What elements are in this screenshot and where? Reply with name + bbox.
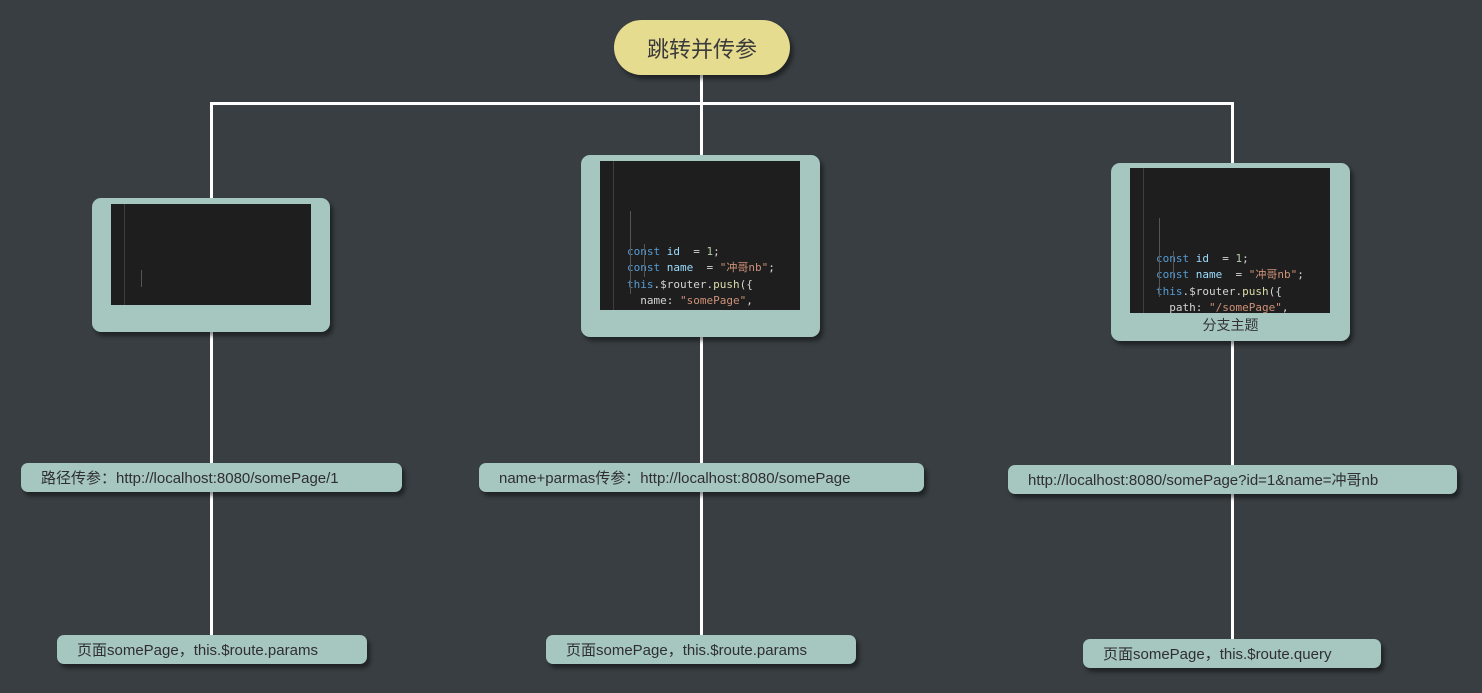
code-line: this.$router.push({ (627, 277, 753, 291)
code-line (138, 286, 311, 303)
code-indent-guide (1173, 251, 1174, 280)
code-line: path: "/somePage", (1156, 301, 1289, 313)
code-snippet-name-params: const id = 1; const name = "冲哥nb"; this.$r… (600, 161, 800, 310)
code-line: this.$router.push({ (1156, 284, 1282, 298)
url-node-label: http://localhost:8080/somePage?id=1&name… (1028, 472, 1379, 489)
root-topic-node[interactable]: 跳转并传参 (614, 20, 790, 75)
code-indent-guide (630, 211, 631, 294)
code-snippet-query: const id = 1; const name = "冲哥nb"; this.$r… (1130, 168, 1330, 313)
code-card-name-params[interactable]: const id = 1; const name = "冲哥nb"; this.$r… (581, 155, 820, 337)
code-line: const id = 1; (1156, 251, 1249, 265)
connector-horizontal-bar (210, 102, 1234, 105)
page-node-name-params[interactable]: 页面somePage，this.$route.params (546, 635, 856, 664)
code-line: params: { (627, 310, 800, 311)
code-indent-guide (644, 244, 645, 277)
code-lines: const id = 1; const name = "冲哥nb"; this.$r… (627, 244, 800, 311)
code-line: name: "somePage", (627, 294, 753, 307)
code-lines: const id = 1; const name = "冲哥nb"; this.$r… (1156, 251, 1330, 314)
code-card-path-param[interactable]: const id = 1;this.$router.push({ path: `… (92, 198, 330, 332)
url-node-label: 路径传参：http://localhost:8080/somePage/1 (41, 470, 339, 487)
code-line: const name = "冲哥nb"; (1156, 268, 1304, 281)
page-node-query[interactable]: 页面somePage，this.$route.query (1083, 639, 1381, 668)
url-node-label: name+parmas传参：http://localhost:8080/some… (499, 470, 851, 487)
url-node-path-param[interactable]: 路径传参：http://localhost:8080/somePage/1 (21, 463, 402, 492)
connector-branch-1 (210, 102, 213, 637)
code-snippet-path-param: const id = 1;this.$router.push({ path: `… (111, 204, 311, 305)
code-lines: const id = 1;this.$router.push({ path: `… (138, 270, 311, 306)
connector-root-down (700, 75, 703, 105)
page-node-path-param[interactable]: 页面somePage，this.$route.params (57, 635, 367, 664)
connector-branch-3 (1231, 102, 1234, 642)
connector-branch-2 (700, 102, 703, 637)
code-card-query[interactable]: const id = 1; const name = "冲哥nb"; this.$r… (1111, 163, 1350, 341)
root-topic-label: 跳转并传参 (646, 36, 757, 62)
code-line: const id = 1; (138, 303, 311, 306)
code-gutter-line (613, 161, 614, 310)
code-line: const id = 1; (627, 244, 720, 258)
page-node-label: 页面somePage，this.$route.params (566, 642, 807, 659)
branch-topic-caption: 分支主题 (1202, 317, 1259, 333)
url-node-query[interactable]: http://localhost:8080/somePage?id=1&name… (1008, 465, 1457, 494)
code-indent-guide (1159, 218, 1160, 297)
page-node-label: 页面somePage，this.$route.query (1103, 646, 1332, 663)
page-node-label: 页面somePage，this.$route.params (77, 642, 318, 659)
code-gutter-line (124, 204, 125, 305)
code-indent-guide (141, 270, 142, 287)
code-line: const name = "冲哥nb"; (627, 261, 775, 274)
url-node-name-params[interactable]: name+parmas传参：http://localhost:8080/some… (479, 463, 924, 492)
code-gutter-line (1143, 168, 1144, 313)
